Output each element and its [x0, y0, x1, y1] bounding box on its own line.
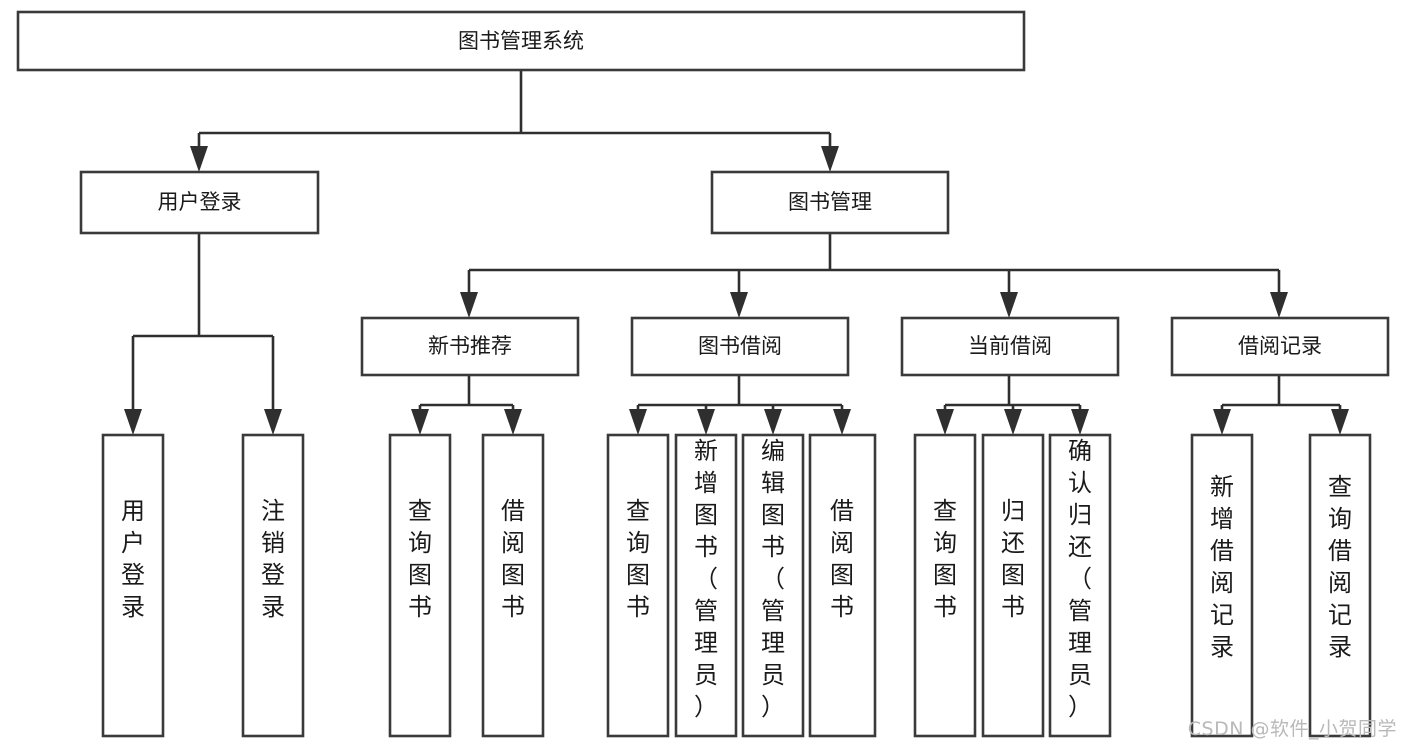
leaf-node-book-borrow-3-box[interactable]: [741, 433, 805, 738]
leaf-node-new-book-2-label: 借阅图书: [501, 497, 525, 621]
leaf-node-user-login-2[interactable]: 注销登录: [241, 433, 305, 738]
arrow-head-newbook: [460, 292, 478, 318]
node-borrow-record-label: 借阅记录: [1238, 334, 1322, 358]
leaf-node-new-book-2-box[interactable]: [481, 433, 545, 738]
arrow-head-borrow-leaf-4: [833, 409, 851, 435]
node-borrow-record-box[interactable]: [1170, 316, 1390, 377]
leaf-node-user-login-1-box[interactable]: [101, 433, 165, 738]
arrow-head-current: [1000, 292, 1018, 318]
leaf-node-current-borrow-2-box[interactable]: [981, 433, 1045, 738]
arrow-head-current-leaf-3: [1071, 409, 1089, 435]
leaf-node-book-borrow-3[interactable]: 编辑图书（管理员）: [741, 433, 805, 738]
leaf-node-user-login-1[interactable]: 用户登录: [101, 433, 165, 738]
node-root[interactable]: 图书管理系统: [16, 10, 1026, 72]
node-borrow-record[interactable]: 借阅记录: [1170, 316, 1390, 377]
arrow-head-newbook-leaf-2: [504, 409, 522, 435]
node-current-borrow-label: 当前借阅: [968, 334, 1052, 358]
node-book-management-label: 图书管理: [788, 190, 872, 214]
arrow-head-current-leaf-1: [936, 409, 954, 435]
leaf-node-borrow-record-1[interactable]: 新增借阅记录: [1190, 433, 1254, 738]
connector-group-current-leaves: [936, 375, 1089, 435]
node-new-book-recommend[interactable]: 新书推荐: [360, 316, 580, 377]
arrow-head-login-leaf-1: [124, 409, 142, 435]
arrow-head-borrow-leaf-1: [629, 409, 647, 435]
arrow-head-record-leaf-2: [1331, 409, 1349, 435]
leaf-node-book-borrow-1-label: 查询图书: [626, 497, 650, 621]
leaf-node-book-borrow-1[interactable]: 查询图书: [606, 433, 670, 738]
arrow-head-login-leaf-2: [264, 409, 282, 435]
leaf-node-book-borrow-4-box[interactable]: [808, 433, 877, 738]
connector-group-record-leaves: [1213, 375, 1349, 435]
leaf-node-current-borrow-1-box[interactable]: [913, 433, 977, 738]
leaf-node-book-borrow-3-label: 编辑图书（管理员）: [761, 437, 785, 721]
connector-group-user-login-leaves: [124, 233, 282, 435]
leaf-node-current-borrow-2[interactable]: 归还图书: [981, 433, 1045, 738]
node-user-login-label: 用户登录: [158, 190, 242, 214]
node-user-login-box[interactable]: [79, 170, 320, 235]
leaf-node-new-book-1[interactable]: 查询图书: [388, 433, 452, 738]
connector-group-root: [190, 70, 839, 172]
node-current-borrow[interactable]: 当前借阅: [900, 316, 1120, 377]
node-root-box[interactable]: [16, 10, 1026, 72]
node-book-management-box[interactable]: [710, 170, 950, 235]
connector-group-bookmgmt: [460, 233, 1288, 318]
leaf-node-new-book-1-box[interactable]: [388, 433, 452, 738]
leaf-node-new-book-2[interactable]: 借阅图书: [481, 433, 545, 738]
leaf-node-user-login-2-label: 注销登录: [261, 497, 285, 621]
leaf-node-book-borrow-4-label: 借阅图书: [830, 497, 854, 621]
arrow-head-record: [1270, 292, 1288, 318]
leaf-node-new-book-1-label: 查询图书: [408, 497, 432, 621]
node-book-borrow-box[interactable]: [630, 316, 850, 377]
leaf-node-current-borrow-1-label: 查询图书: [933, 497, 957, 621]
connector-group-newbook-leaves: [411, 375, 522, 435]
leaf-node-book-borrow-2-label: 新增图书（管理员）: [694, 437, 718, 721]
leaf-node-user-login-1-label: 用户登录: [121, 497, 145, 621]
arrow-head-newbook-leaf-1: [411, 409, 429, 435]
leaf-node-user-login-2-box[interactable]: [241, 433, 305, 738]
arrow-head-borrow-leaf-2: [697, 409, 715, 435]
arrow-head-current-leaf-2: [1004, 409, 1022, 435]
leaf-node-book-borrow-1-box[interactable]: [606, 433, 670, 738]
leaf-node-borrow-record-1-label: 新增借阅记录: [1210, 473, 1234, 661]
arrow-head-bookmgmt: [821, 146, 839, 172]
leaf-node-book-borrow-4[interactable]: 借阅图书: [808, 433, 877, 738]
leaf-node-borrow-record-2-box[interactable]: [1308, 433, 1372, 738]
arrow-head-record-leaf-1: [1213, 409, 1231, 435]
leaf-node-current-borrow-3[interactable]: 确认归还（管理员）: [1048, 433, 1112, 738]
node-book-borrow-label: 图书借阅: [698, 334, 782, 358]
leaf-node-borrow-record-1-box[interactable]: [1190, 433, 1254, 738]
leaf-node-current-borrow-3-label: 确认归还（管理员）: [1068, 437, 1092, 721]
node-user-login[interactable]: 用户登录: [79, 170, 320, 235]
arrow-head-login: [190, 146, 208, 172]
leaf-node-book-borrow-2-box[interactable]: [674, 433, 738, 738]
node-current-borrow-box[interactable]: [900, 316, 1120, 377]
watermark-label: CSDN @软件_小贺同学: [1187, 718, 1397, 740]
node-book-management[interactable]: 图书管理: [710, 170, 950, 235]
node-new-book-recommend-box[interactable]: [360, 316, 580, 377]
leaf-node-borrow-record-2-label: 查询借阅记录: [1328, 473, 1352, 661]
arrow-head-borrow-leaf-3: [764, 409, 782, 435]
node-book-borrow[interactable]: 图书借阅: [630, 316, 850, 377]
arrow-head-borrow: [730, 292, 748, 318]
leaf-node-current-borrow-3-box[interactable]: [1048, 433, 1112, 738]
node-root-label: 图书管理系统: [458, 29, 584, 53]
leaf-node-book-borrow-2[interactable]: 新增图书（管理员）: [674, 433, 738, 738]
node-new-book-recommend-label: 新书推荐: [428, 334, 512, 358]
leaf-node-current-borrow-1[interactable]: 查询图书: [913, 433, 977, 738]
leaf-node-current-borrow-2-label: 归还图书: [1001, 497, 1025, 621]
leaf-node-borrow-record-2[interactable]: 查询借阅记录: [1308, 433, 1372, 738]
connector-group-borrow-leaves: [629, 375, 851, 435]
